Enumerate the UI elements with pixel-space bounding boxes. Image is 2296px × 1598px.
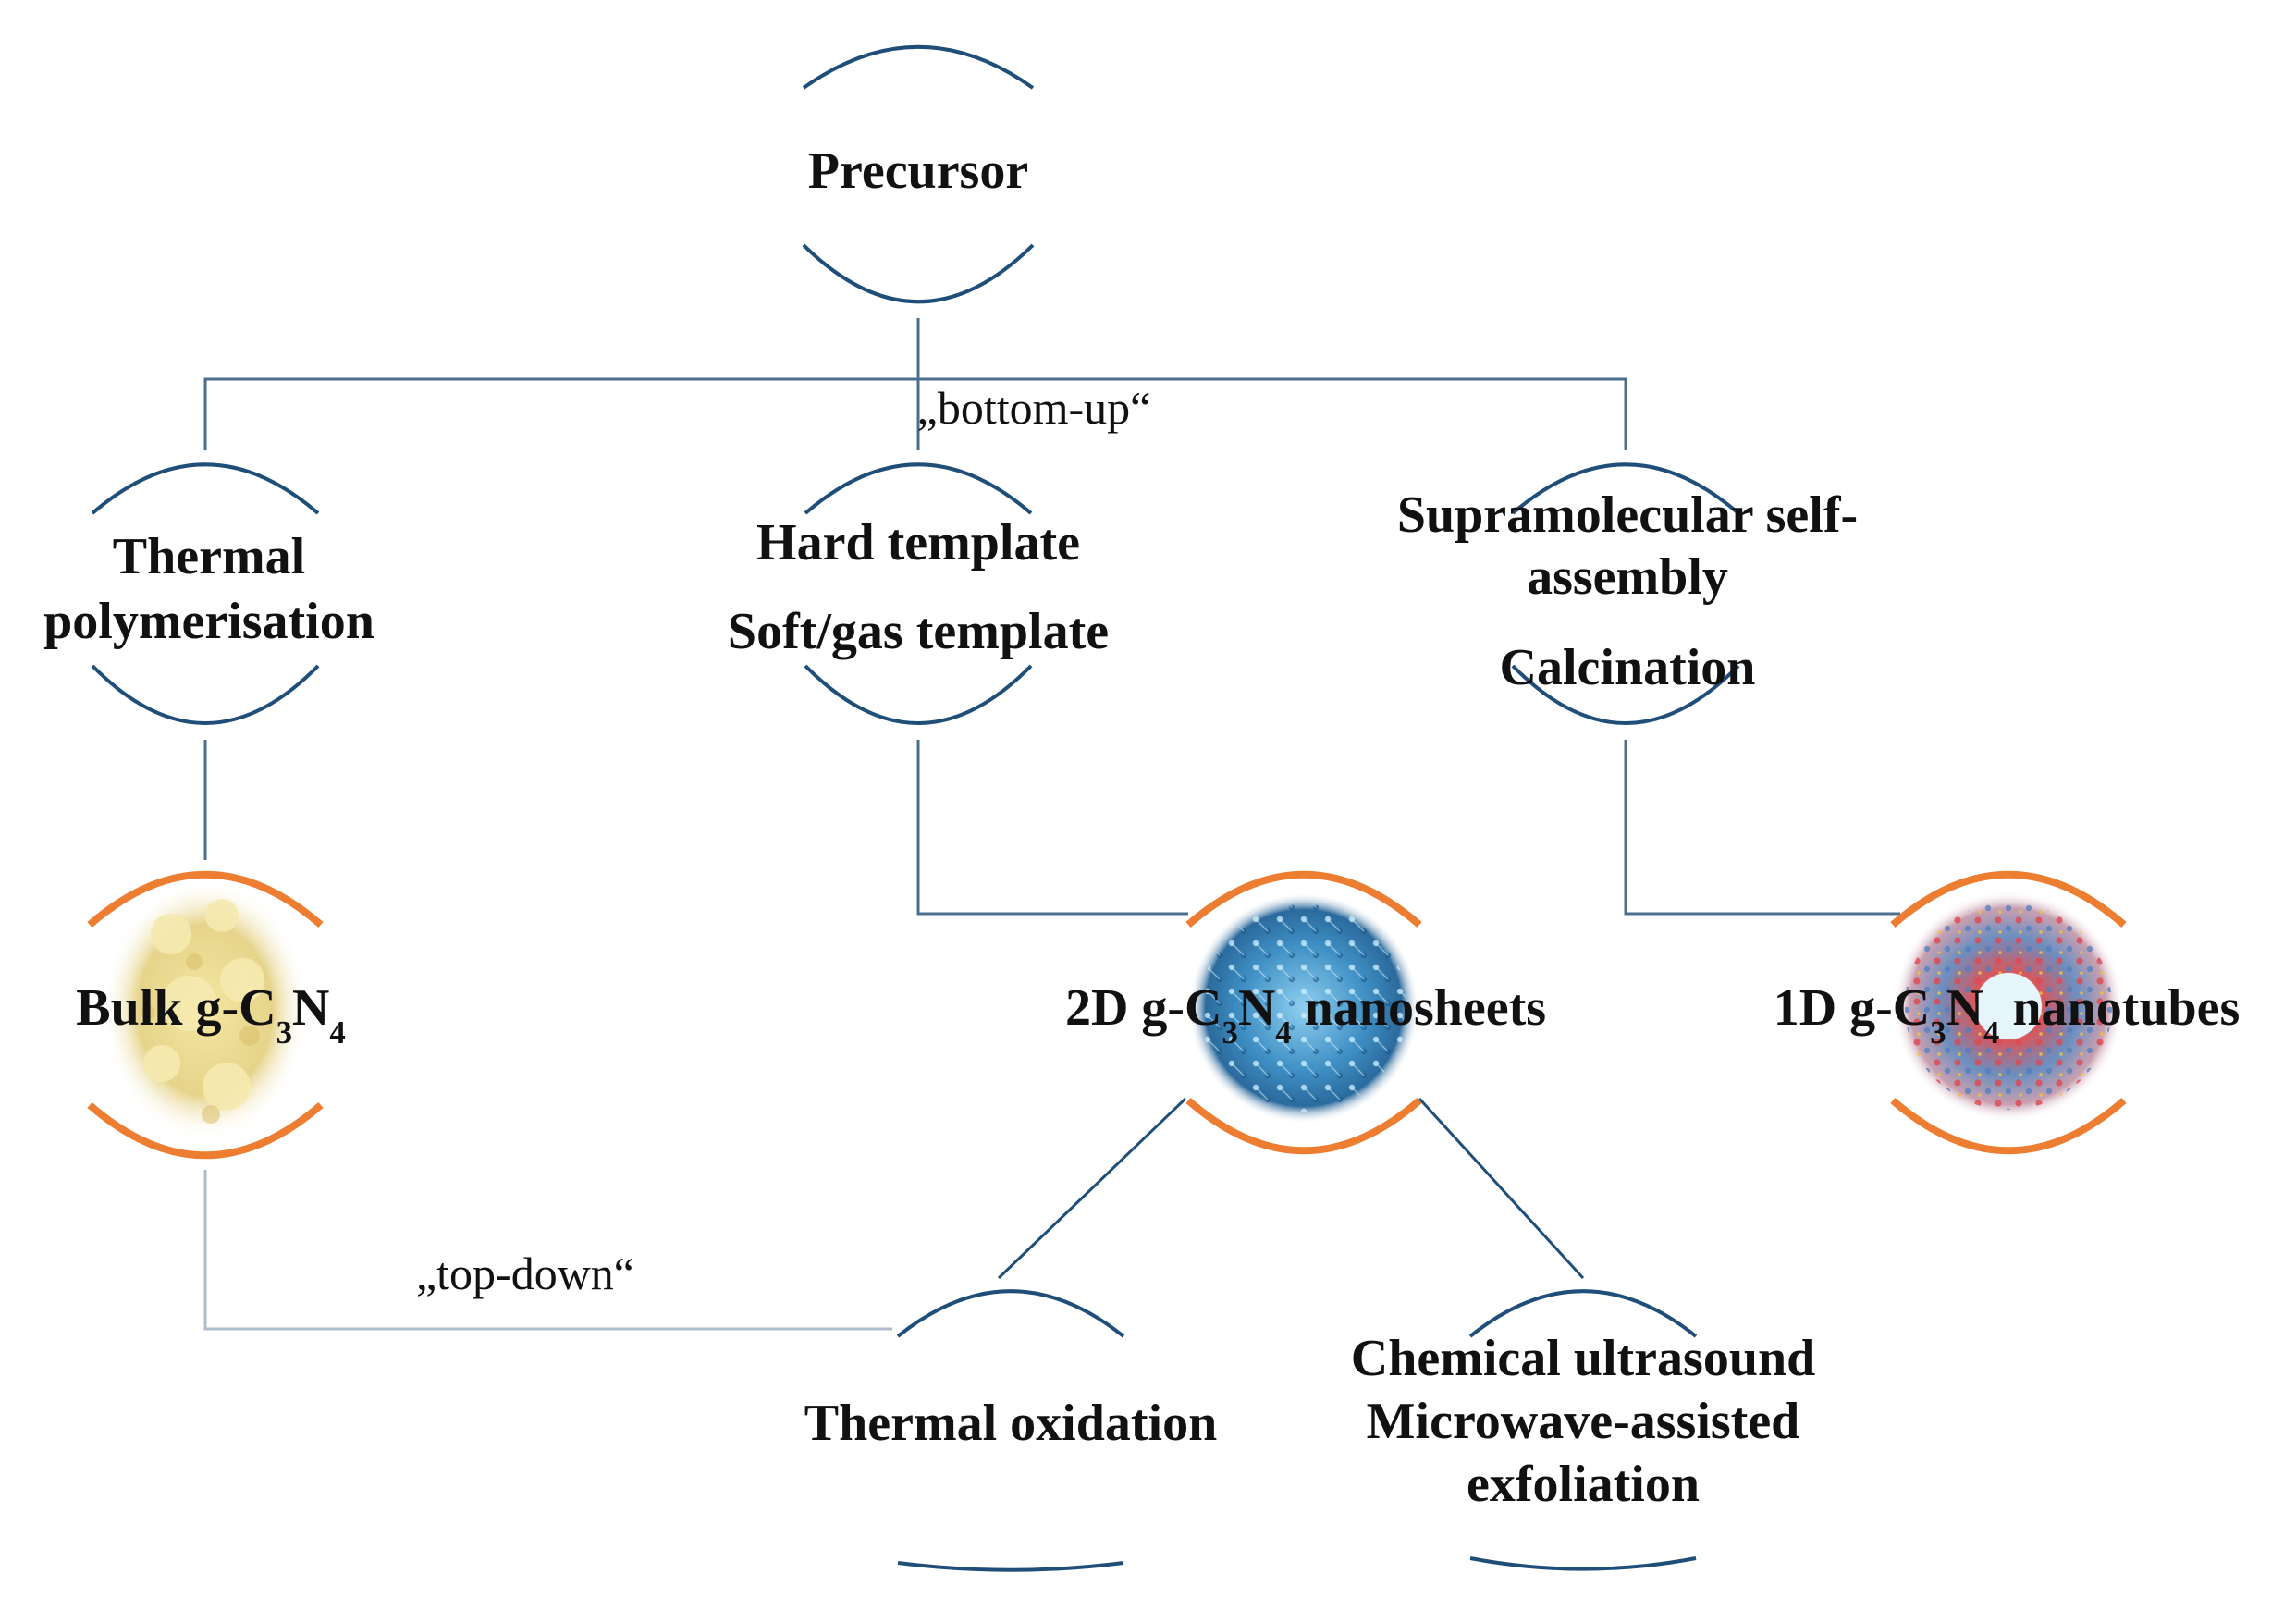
node-brackets: [87, 44, 2127, 1572]
labels: Precursor „bottom-up“ Thermal polymerisa…: [43, 142, 2240, 1513]
connector-branch-bar: [203, 377, 1627, 450]
label-supramolecular-line2: assembly: [1527, 548, 1728, 606]
connector-calcination-to-tubes: [1624, 740, 1900, 916]
label-thermal-polymerisation-line1: Thermal: [113, 528, 305, 585]
label-hard-template: Hard template: [756, 514, 1080, 572]
bracket-bottom-chemical: [1469, 1556, 1697, 1571]
label-thermal-oxidation: Thermal oxidation: [804, 1395, 1217, 1452]
bracket-top-thermal-oxidation: [896, 1289, 1125, 1338]
label-chemical-line3: exfoliation: [1467, 1456, 1700, 1513]
label-thermal-polymerisation-line2: polymerisation: [43, 593, 374, 650]
bracket-top-thermal: [91, 462, 320, 515]
label-2d-nanosheets: 2D g-C3N4 nanosheets: [1065, 979, 1546, 1051]
label-chemical-line2: Microwave-assisted: [1367, 1393, 1800, 1450]
label-soft-gas-template: Soft/gas template: [728, 603, 1109, 660]
nanosheet-image: [1188, 892, 1419, 1124]
bracket-bottom-precursor: [802, 243, 1035, 304]
bracket-top-nanosheets: [1185, 870, 1422, 928]
label-top-down: „top-down“: [416, 1248, 634, 1299]
label-1d-nanotubes: 1D g-C3N4 nanotubes: [1774, 979, 2241, 1051]
connector-template-to-sheets: [916, 740, 1188, 916]
label-bottom-up: „bottom-up“: [917, 382, 1151, 434]
bracket-bottom-bulk: [87, 1101, 324, 1160]
label-precursor: Precursor: [808, 142, 1028, 200]
connector-bulk-to-oxidation: [203, 1170, 892, 1331]
nanotube-image: [1893, 891, 2124, 1122]
connector-lines: [203, 318, 1900, 1331]
bracket-top-supramolecular: [1511, 462, 1740, 515]
connector-sheets-to-oxidation: [997, 1097, 1187, 1280]
label-calcination: Calcination: [1500, 639, 1756, 696]
label-bulk-g-c3n4: Bulk g-C3N4: [76, 979, 345, 1051]
bulk-powder-image: [102, 879, 309, 1141]
bracket-top-nanotubes: [1890, 870, 2127, 928]
label-supramolecular-line1: Supramolecular self-: [1397, 486, 1858, 544]
bracket-bottom-hard-template: [804, 664, 1033, 725]
bracket-top-hard-template: [804, 462, 1033, 515]
label-chemical-line1: Chemical ultrasound: [1351, 1330, 1816, 1387]
bracket-bottom-nanosheets: [1185, 1097, 1422, 1155]
bracket-top-chemical: [1468, 1289, 1698, 1338]
bracket-top-precursor: [802, 44, 1035, 90]
connector-sheets-to-chemical: [1418, 1097, 1585, 1280]
bracket-bottom-supramolecular: [1511, 664, 1740, 725]
bracket-bottom-thermal-oxidation: [897, 1561, 1124, 1572]
bracket-bottom-thermal: [91, 664, 320, 725]
bracket-top-bulk: [87, 870, 324, 928]
bracket-bottom-nanotubes: [1890, 1097, 2127, 1155]
